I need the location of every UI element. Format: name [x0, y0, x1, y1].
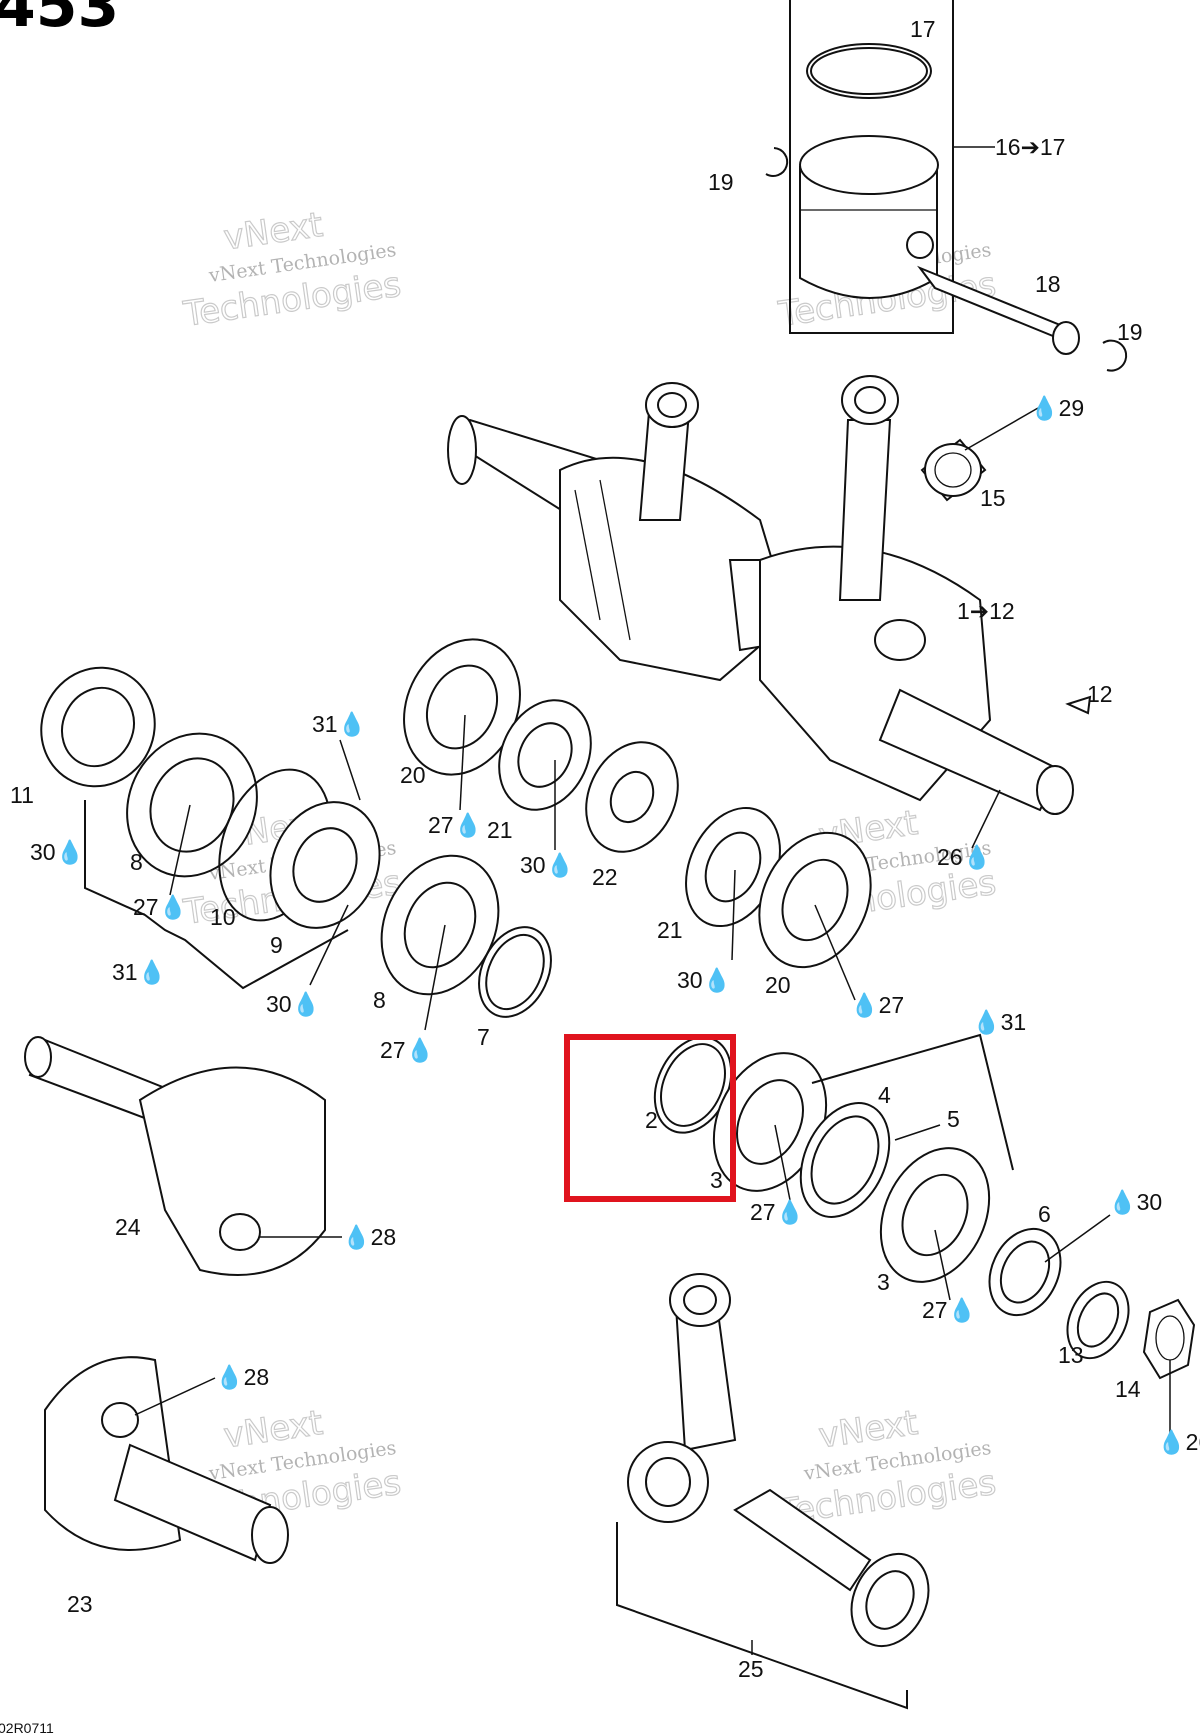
label-11: 11 — [10, 782, 34, 808]
watermark-1: vNext vNext Technologies Technologies — [180, 204, 404, 335]
label-13: 13 — [1058, 1342, 1084, 1368]
label-27-b: 27💧 — [428, 812, 482, 839]
label-4: 4 — [878, 1082, 891, 1108]
diagram-code: 02R0711 — [0, 1720, 54, 1736]
label-21-a: 21 — [487, 817, 513, 843]
bearing-20-lower — [758, 831, 872, 969]
label-29: 💧29 — [1030, 395, 1084, 422]
label-24: 24 — [115, 1214, 141, 1240]
label-3-a: 3 — [710, 1167, 723, 1193]
needle-bearing — [920, 407, 1039, 502]
bearing-27-right — [712, 1052, 828, 1192]
crankshaft-end-right — [878, 688, 1062, 812]
label-3-b: 3 — [877, 1269, 890, 1295]
label-10: 10 — [210, 904, 236, 930]
label-2: 2 — [645, 1107, 658, 1133]
label-26-a: 26💧 — [937, 844, 991, 871]
crankshaft-assembly — [447, 375, 1092, 849]
seal-6 — [988, 1227, 1062, 1317]
bearing-8-lower — [380, 854, 500, 996]
label-30-e: 💧30 — [1108, 1189, 1162, 1216]
label-27-c: 27💧 — [380, 1037, 434, 1064]
label-14: 14 — [1115, 1376, 1141, 1402]
label-12: 12 — [1087, 681, 1113, 707]
woodruff-key — [1065, 695, 1092, 715]
ring-4 — [799, 1102, 891, 1218]
label-19-lower: 19 — [1117, 319, 1143, 345]
label-20-b: 20 — [765, 972, 791, 998]
circlip-2 — [1102, 339, 1128, 372]
label-30-c: 30💧 — [520, 852, 574, 879]
label-31-a: 31💧 — [312, 711, 366, 738]
label-19-upper: 19 — [708, 169, 734, 195]
label-27-d: 💧27 — [850, 992, 904, 1019]
crank-half-23 — [44, 1356, 289, 1564]
label-20-a: 20 — [400, 762, 426, 788]
highlight-box — [564, 1034, 736, 1202]
conrod-2 — [838, 419, 892, 601]
label-30-a: 30💧 — [30, 839, 84, 866]
label-8-b: 8 — [373, 987, 386, 1013]
label-23: 23 — [67, 1591, 93, 1617]
part-labels: 17 16➔17 19 18 19 💧29 15 1➔12 12 11 30💧 … — [10, 16, 1200, 1682]
label-15: 15 — [980, 485, 1006, 511]
label-27-a: 27💧 — [133, 894, 187, 921]
piston-assembly — [765, 0, 1128, 372]
label-8-a: 8 — [130, 849, 143, 875]
piston-ring — [806, 43, 932, 99]
label-7: 7 — [477, 1024, 490, 1050]
label-30-b: 30💧 — [266, 991, 320, 1018]
label-1-12: 1➔12 — [957, 598, 1015, 624]
label-25: 25 — [738, 1656, 764, 1682]
left-seal-11 — [40, 666, 156, 788]
label-27-e: 27💧 — [750, 1199, 804, 1226]
label-5: 5 — [947, 1106, 960, 1132]
label-27-f: 27💧 — [922, 1297, 976, 1324]
bearing-5 — [879, 1147, 991, 1283]
label-22: 22 — [592, 864, 618, 890]
bearing-20-upper — [403, 638, 521, 776]
label-28-b: 💧28 — [215, 1364, 269, 1391]
label-9: 9 — [270, 932, 283, 958]
label-17: 17 — [910, 16, 936, 42]
seal-21-lower — [685, 806, 781, 928]
label-28-a: 💧28 — [342, 1224, 396, 1251]
crank-half-24 — [24, 1036, 342, 1276]
label-18: 18 — [1035, 271, 1061, 297]
page-number: 453 — [0, 0, 119, 41]
gear-22 — [585, 741, 679, 853]
conrod-assembly-25 — [616, 1273, 930, 1710]
left-seal-9 — [269, 801, 381, 929]
label-26-b: 💧26 — [1157, 1429, 1200, 1456]
leader-lines — [169, 714, 1171, 1440]
ring-7 — [478, 926, 552, 1018]
label-21-b: 21 — [657, 917, 683, 943]
label-31-c: 💧31 — [972, 1009, 1026, 1036]
nut-14 — [1142, 1298, 1196, 1380]
seal-21-upper — [498, 699, 592, 811]
label-30-d: 30💧 — [677, 967, 731, 994]
label-6: 6 — [1038, 1201, 1051, 1227]
label-31-b: 31💧 — [112, 959, 166, 986]
circlip — [765, 147, 789, 177]
label-16-17: 16➔17 — [995, 134, 1065, 160]
left-bearing-8 — [126, 732, 258, 878]
washer-13 — [1066, 1280, 1130, 1360]
